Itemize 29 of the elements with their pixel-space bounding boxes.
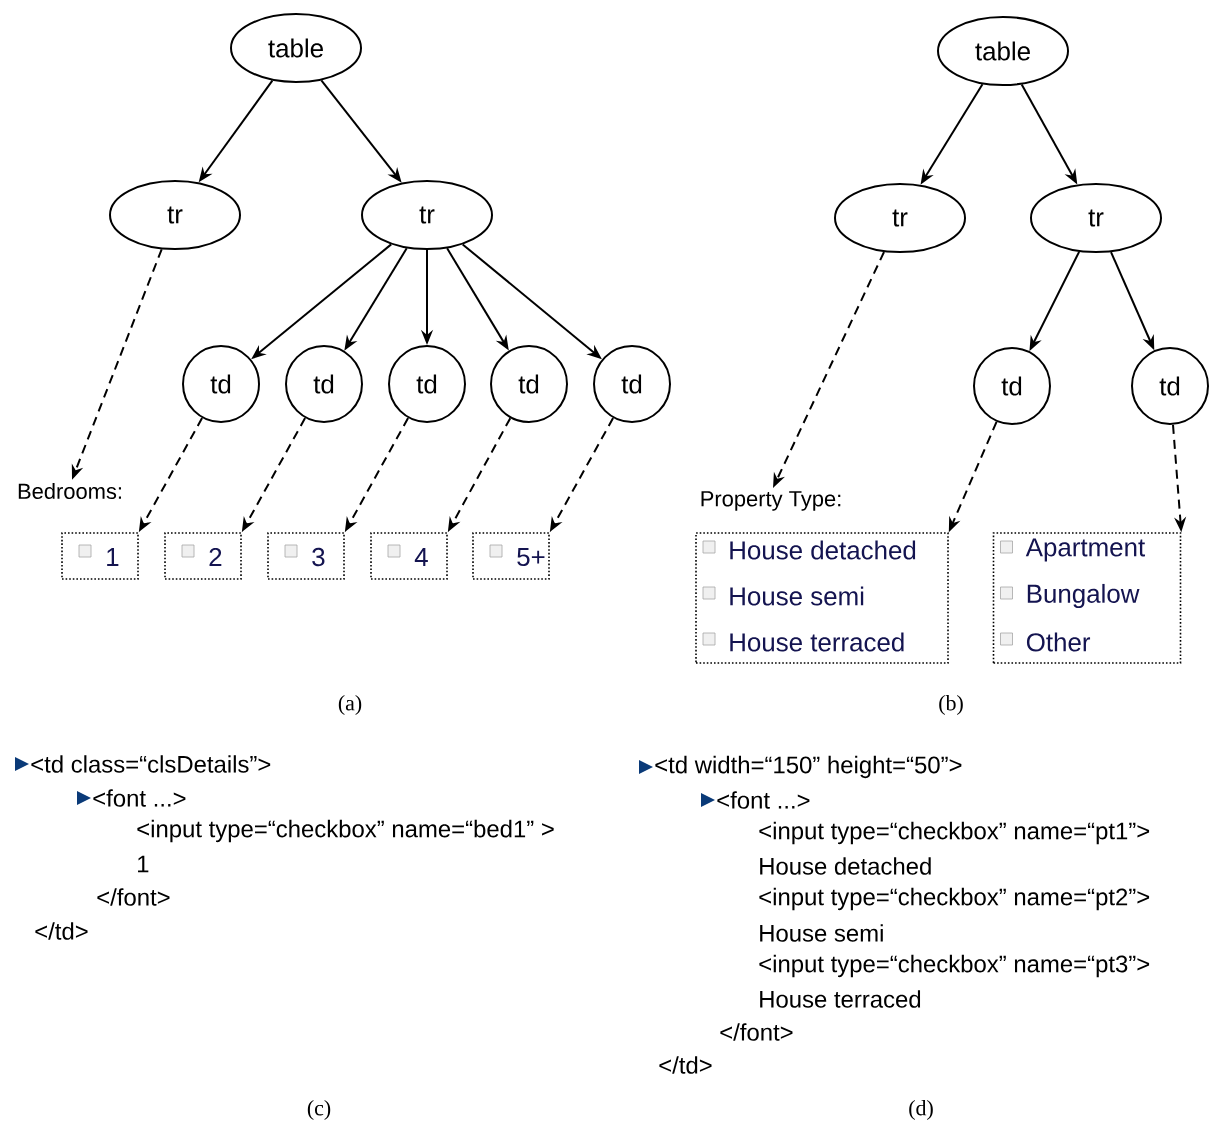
caption: (b) xyxy=(939,695,963,715)
checkbox-option: 3 xyxy=(267,532,345,580)
code-line: <font ...> xyxy=(93,789,186,807)
code-line: House semi xyxy=(760,924,883,942)
caption: (d) xyxy=(909,1100,933,1120)
checkbox-option: 5+ xyxy=(472,532,550,580)
code-line: <input type=“checkbox” name=“bed1” > xyxy=(137,819,554,843)
checkbox-option: 4 xyxy=(370,532,448,580)
form-label: Bedrooms: xyxy=(18,482,121,500)
code-line: <input type=“checkbox” name=“pt3”> xyxy=(759,954,1150,978)
code-line: </font> xyxy=(97,888,170,906)
caption: (c) xyxy=(307,1100,331,1120)
code-line: </font> xyxy=(720,1023,793,1041)
code-line: 1 xyxy=(138,855,149,873)
checkbox-option: 2 xyxy=(164,532,242,580)
caption: (a) xyxy=(338,695,362,715)
code-line: House terraced xyxy=(760,990,921,1008)
code-line: House detached xyxy=(760,857,931,875)
code-line: <font ...> xyxy=(717,791,810,809)
code-line: <input type=“checkbox” name=“pt1”> xyxy=(759,821,1150,845)
form-label: Property Type: xyxy=(701,491,841,511)
code-line: <input type=“checkbox” name=“pt2”> xyxy=(759,887,1150,911)
checkbox-option: 1 xyxy=(61,532,139,580)
code-line: <td width=“150” height=“50”> xyxy=(655,755,962,779)
checkbox-group: House detached House semi House terraced xyxy=(695,532,949,664)
code-line: <td class=“clsDetails”> xyxy=(31,755,271,773)
code-line: </td> xyxy=(659,1056,712,1074)
checkbox-group: Apartment Bungalow Other xyxy=(992,532,1182,664)
code-line: </td> xyxy=(35,922,88,940)
